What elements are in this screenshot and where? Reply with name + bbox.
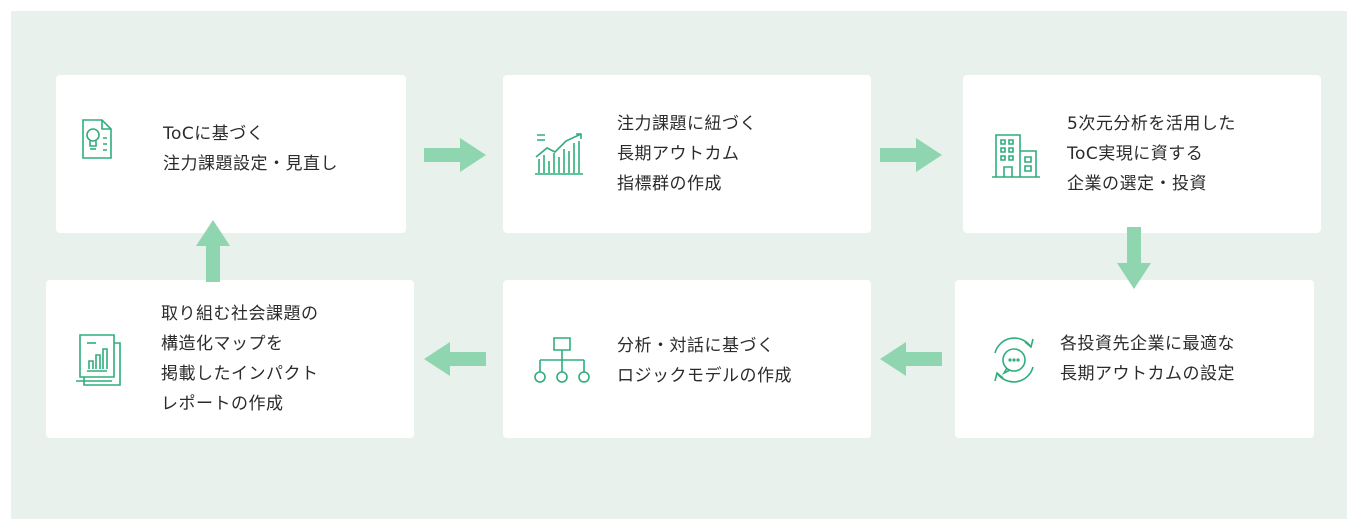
step-card-logic-model: 分析・対話に基づく ロジックモデルの作成 [503, 280, 871, 438]
step-card-text: 5次元分析を活用した ToC実現に資する 企業の選定・投資 [1067, 109, 1236, 199]
arrow-left-icon [424, 342, 486, 376]
step-card-outcome-indicators: 注力課題に紐づく 長期アウトカム 指標群の作成 [503, 75, 871, 233]
arrow-right-icon [880, 138, 942, 172]
arrow-down-icon [1117, 227, 1151, 289]
step-card-toc-issue-setting: ToCに基づく 注力課題設定・見直し [56, 75, 406, 233]
arrow-right-icon [424, 138, 486, 172]
arrow-left-icon [880, 342, 942, 376]
step-card-impact-report: 取り組む社会課題の 構造化マップを 掲載したインパクト レポートの作成 [46, 280, 414, 438]
office-building-icon [990, 131, 1042, 183]
step-line: 長期アウトカムの設定 [1060, 364, 1235, 384]
lightbulb-document-icon [80, 118, 114, 164]
step-card-text: 取り組む社会課題の 構造化マップを 掲載したインパクト レポートの作成 [161, 299, 319, 419]
arrow-up-icon [196, 220, 230, 282]
step-line: 注力課題設定・見直し [163, 154, 338, 174]
step-line: ロジックモデルの作成 [617, 366, 792, 386]
dialogue-cycle-icon [987, 333, 1041, 391]
step-line: 構造化マップを [161, 334, 284, 354]
hierarchy-diagram-icon [530, 336, 594, 388]
step-line: ToC実現に資する [1067, 144, 1204, 164]
step-line: 指標群の作成 [617, 174, 722, 194]
growth-chart-icon [533, 131, 585, 179]
step-line: ToCに基づく [163, 124, 265, 144]
step-card-text: ToCに基づく 注力課題設定・見直し [163, 119, 338, 179]
step-line: 各投資先企業に最適な [1060, 334, 1235, 354]
step-card-text: 各投資先企業に最適な 長期アウトカムの設定 [1060, 329, 1235, 389]
step-line: 掲載したインパクト [161, 364, 319, 384]
step-card-text: 分析・対話に基づく ロジックモデルの作成 [617, 331, 792, 391]
step-line: 5次元分析を活用した [1067, 114, 1236, 134]
step-card-text: 注力課題に紐づく 長期アウトカム 指標群の作成 [617, 109, 757, 199]
step-card-outcome-setting: 各投資先企業に最適な 長期アウトカムの設定 [955, 280, 1314, 438]
step-line: レポートの作成 [161, 394, 284, 414]
step-line: 企業の選定・投資 [1067, 174, 1207, 194]
step-line: 分析・対話に基づく [617, 336, 775, 356]
step-card-company-selection: 5次元分析を活用した ToC実現に資する 企業の選定・投資 [963, 75, 1321, 233]
step-line: 長期アウトカム [617, 144, 740, 164]
report-chart-icon [74, 333, 126, 391]
step-line: 注力課題に紐づく [617, 114, 757, 134]
step-line: 取り組む社会課題の [161, 304, 319, 324]
